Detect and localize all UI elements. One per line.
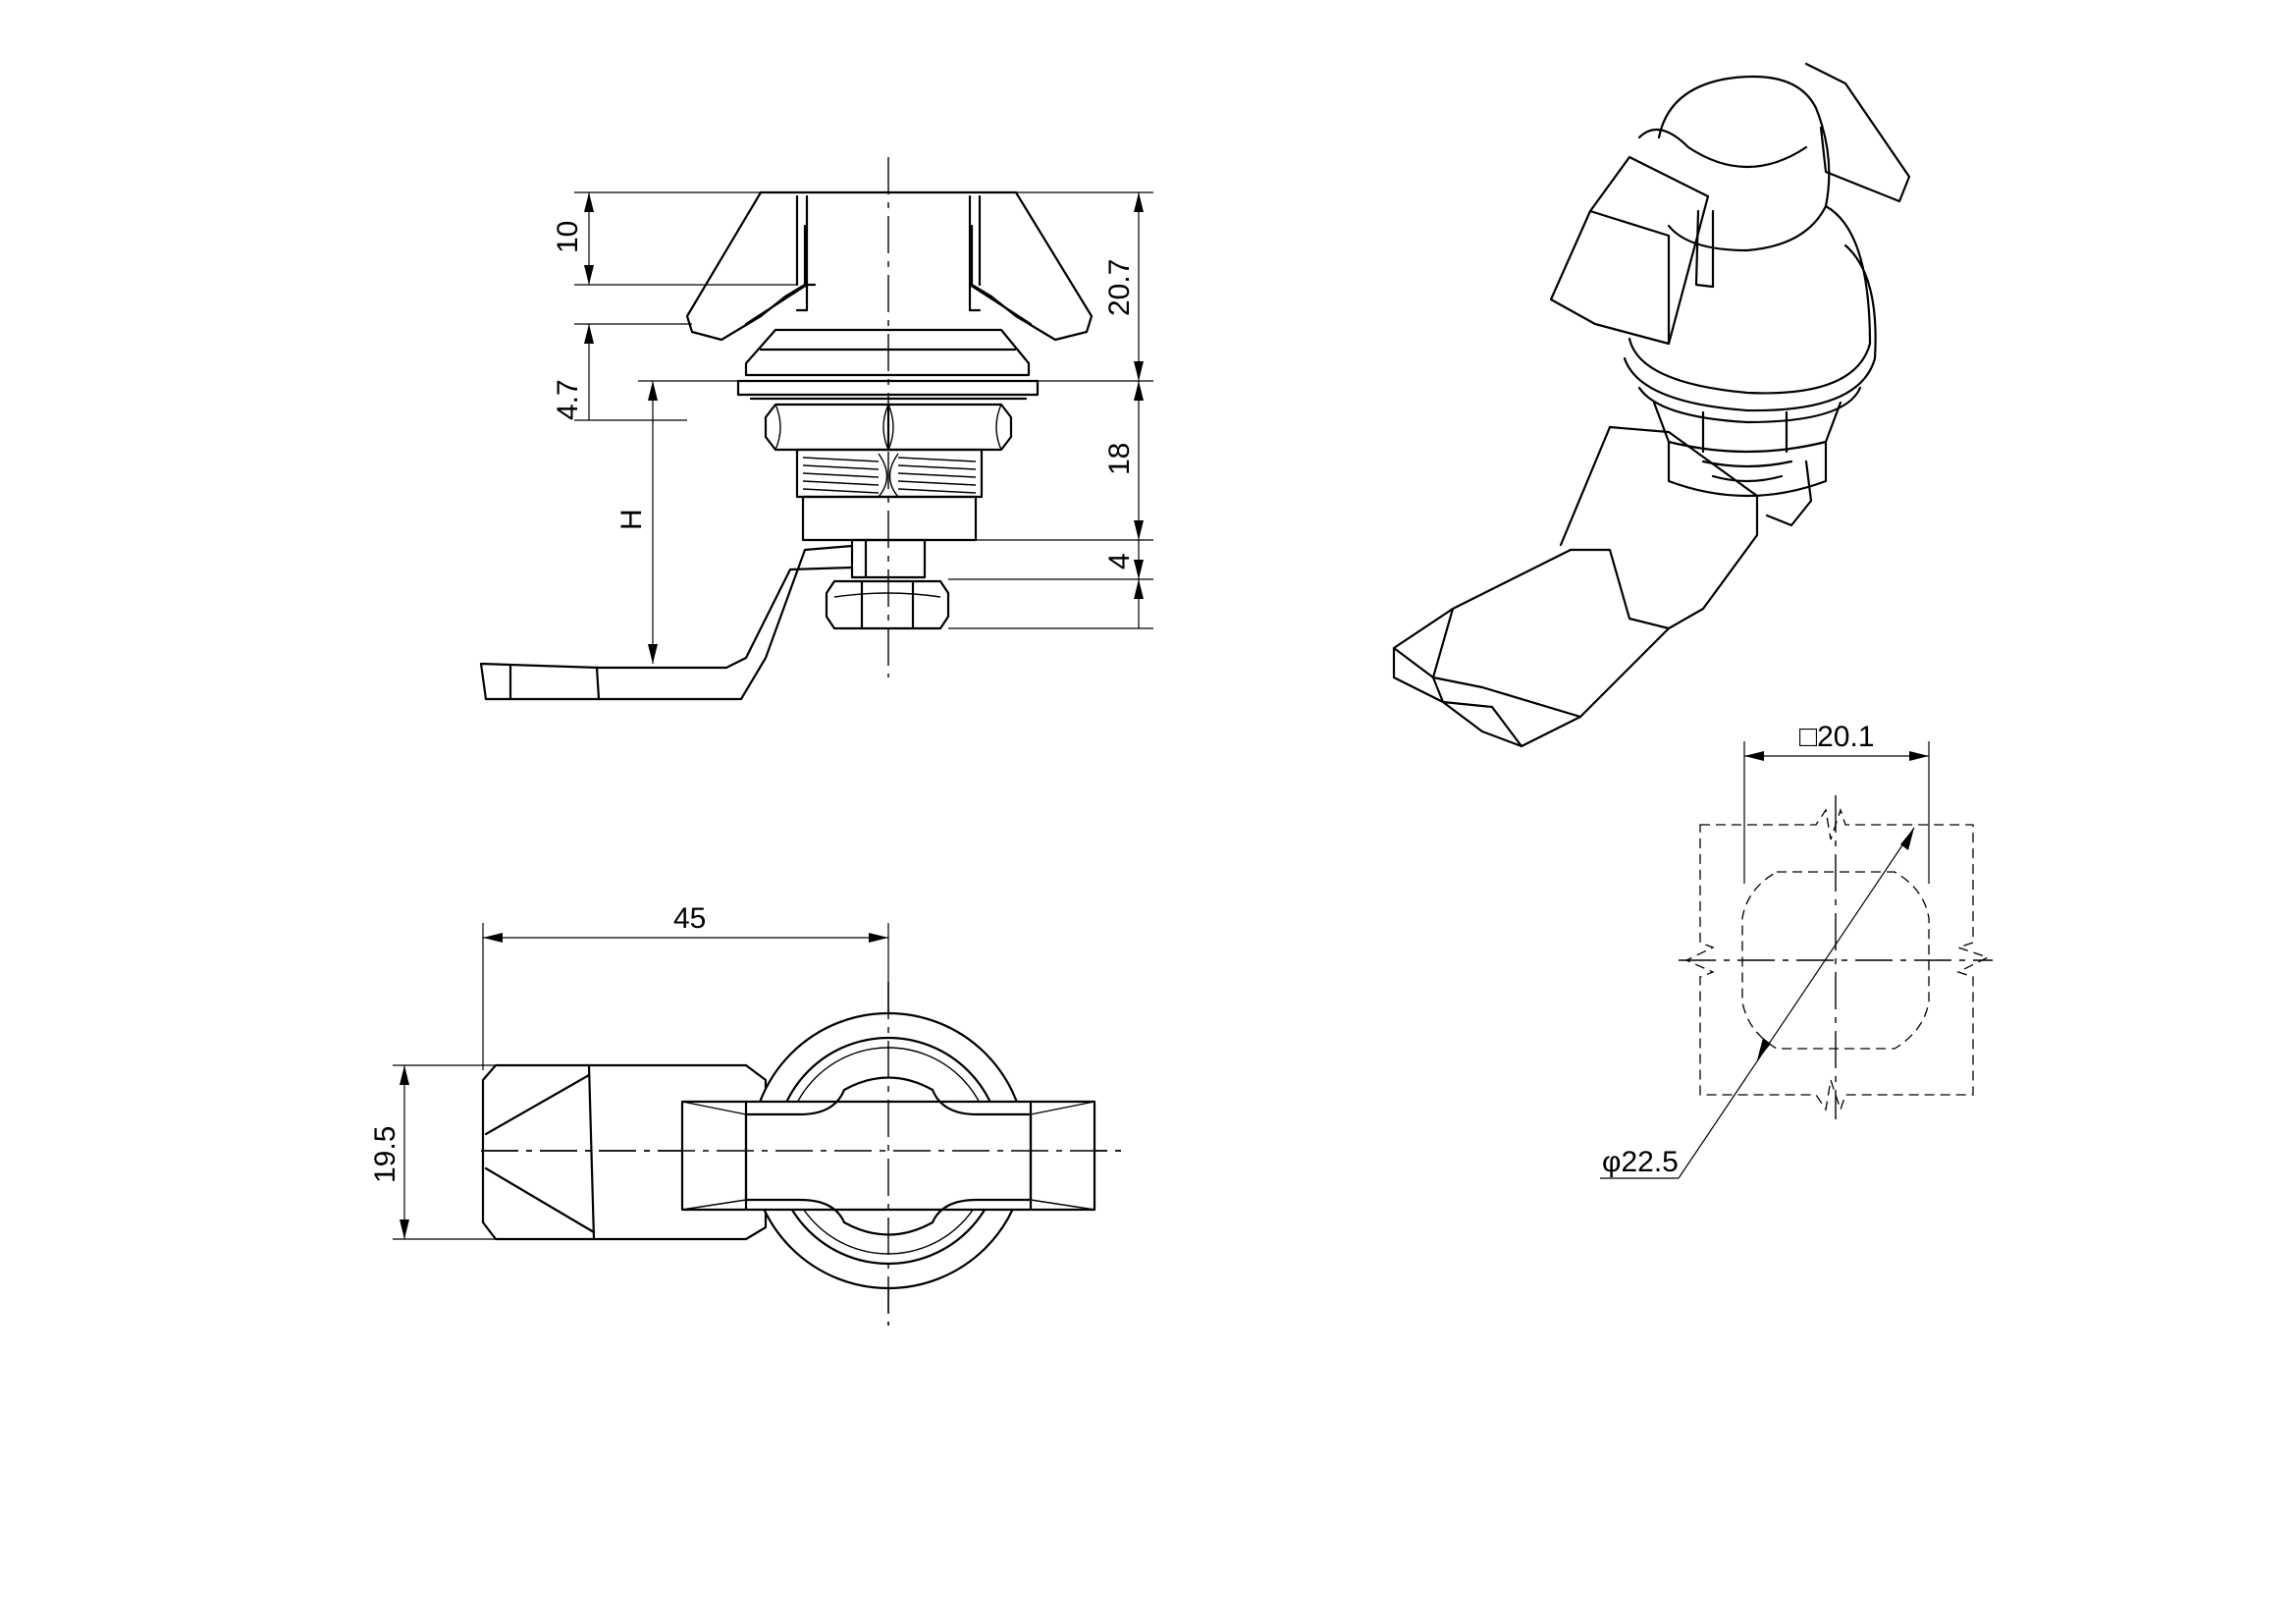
iso-wing-right [1804,62,1911,203]
iso-body-inner [1701,460,1793,483]
iso-knob-dome [1657,75,1831,252]
lower-body [801,495,978,542]
arrow [483,933,503,943]
panel-cutout: □20.1 φ22.5 [1600,721,1993,1179]
arrow [584,192,594,212]
iso-ring-3 [1637,386,1862,424]
iso-knob-dome-inner [1637,128,1808,169]
dim-grip-range: H [615,509,648,530]
panel-washer [736,379,1040,397]
knob-wing-right [970,190,1094,342]
iso-cam-tip-line [1431,607,1582,719]
arrow [1134,520,1144,540]
front-view: 10 4.7 H 20.7 18 4 [479,157,1153,701]
arrow [1134,579,1144,599]
arrow [584,324,594,344]
cam-blade-bevel-top [484,1073,591,1136]
iso-cam-arm [1569,425,1759,630]
arrow [1757,1038,1771,1060]
shaft [850,538,927,579]
arrow [648,644,658,664]
iso-cam-arm-face [1559,425,1612,547]
bezel [744,328,1031,377]
arrow [1134,192,1144,212]
knob-slot-right [968,194,982,312]
dim-cutout-square: □20.1 [1799,721,1875,753]
arrow [1134,381,1144,401]
knob-bar-chamfer-r [1030,1101,1095,1211]
dim-cutout-diameter: φ22.5 [1602,1146,1679,1178]
arrow [400,1219,409,1239]
cam-blade-bevel-bottom [484,1166,596,1234]
bottom-view: 45 19.5 [369,902,1124,1326]
iso-shaft-end [1765,460,1813,527]
iso-wing-left-slot [1694,209,1715,289]
knob-bar-chamfer-l [681,1101,747,1211]
arrow [1744,751,1764,761]
dim-cam-length: 45 [673,902,706,935]
dim-knob-height: 10 [552,221,584,253]
arrow [648,381,658,401]
isometric-view [1392,62,1911,748]
cutout-round-hidden [1741,871,1930,1050]
thread-lines [802,453,977,498]
knob-slot-left [795,194,809,312]
retaining-nut-arc [833,592,941,598]
knob-lower-edge-left [744,283,809,326]
iso-wing-left [1549,155,1710,346]
knob-wing-left [685,190,807,342]
cam-arm [595,544,854,701]
iso-cam-tip-edge [1392,646,1445,704]
arrow [400,1065,409,1085]
iso-ring-side [1824,204,1877,360]
iso-ring-1 [1628,337,1872,395]
dim-line-diameter [1678,827,1915,1179]
dim-body-length: 18 [1103,443,1136,475]
iso-body [1667,440,1828,498]
iso-cam-tip [1392,548,1671,748]
arrow [1134,361,1144,381]
arrow [869,933,888,943]
arrow [584,265,594,285]
dim-nut-height: 4 [1103,553,1136,569]
dim-top-height: 20.7 [1103,259,1136,316]
iso-wing-left-face [1588,209,1671,346]
knob-lower-edge-right [968,283,1033,326]
cam-tip [479,662,601,701]
retaining-nut [825,579,950,630]
dim-panel-thickness: 4.7 [552,379,584,420]
cam-blade [481,1063,768,1241]
arrow [1134,560,1144,579]
arrow [1900,828,1914,850]
iso-hex-nut [1652,401,1842,454]
arrow [1909,751,1929,761]
cam-blade-end [587,1063,596,1241]
hex-nut-chamfer [774,404,1002,451]
dim-cam-width: 19.5 [369,1126,401,1183]
cutout-square-hidden [1684,807,1990,1112]
iso-ring-2 [1623,356,1877,412]
iso-cam-tip-line-2 [1441,700,1523,748]
